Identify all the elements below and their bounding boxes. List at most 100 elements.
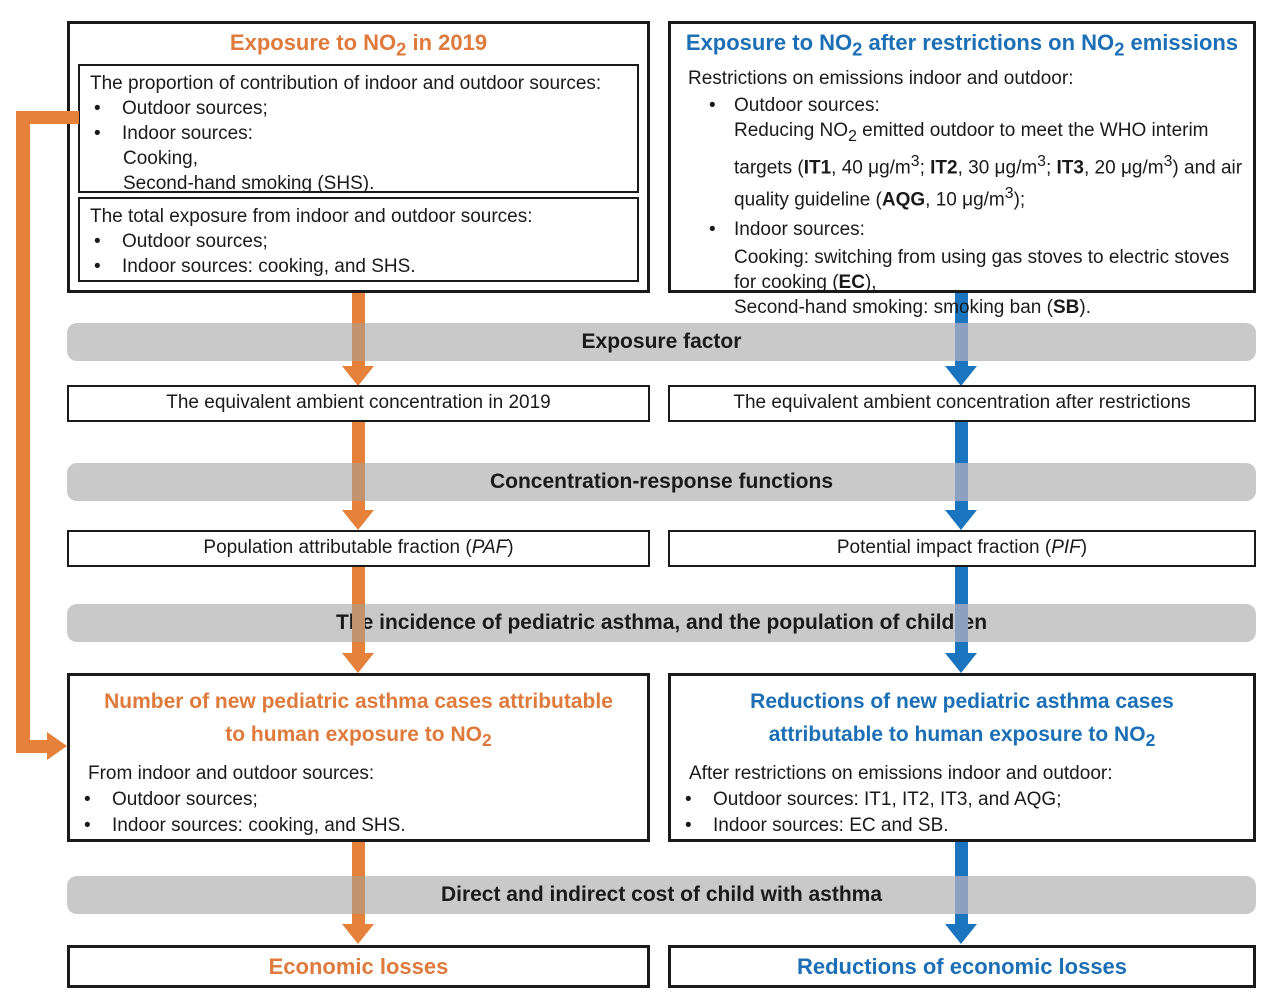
- bullet-label: Indoor sources: cooking, and SHS.: [122, 256, 416, 277]
- blue-arrow-head-2-icon: [945, 510, 977, 530]
- blue-arrow-head-4-icon: [945, 924, 977, 944]
- proportion-sub-shs: Second-hand smoking (SHS).: [123, 173, 375, 194]
- bullet-icon: •: [94, 231, 101, 252]
- blue-arrow-through-band: [955, 323, 968, 361]
- bullet-label: Outdoor sources:: [734, 95, 880, 117]
- restrictions-indoor-line2: for cooking (EC),: [734, 271, 877, 293]
- asthma-reductions-title-line1: Reductions of new pediatric asthma cases: [750, 690, 1174, 713]
- economic-losses-label: Economic losses: [268, 954, 449, 979]
- restrictions-bullet-outdoor: • Outdoor sources:: [688, 93, 1245, 118]
- proportion-bullet-outdoor: • Outdoor sources;: [80, 96, 637, 121]
- asthma-cases-heading: From indoor and outdoor sources:: [88, 763, 375, 785]
- bullet-icon: •: [94, 98, 101, 119]
- band-concentration-response: Concentration-response functions: [67, 463, 1256, 501]
- proportion-heading: The proportion of contribution of indoor…: [90, 73, 602, 94]
- restrictions-outdoor-line1: Reducing NO2 emitted outdoor to meet the…: [734, 120, 1209, 146]
- band-cost: Direct and indirect cost of child with a…: [67, 876, 1256, 914]
- asthma-cases-box: Number of new pediatric asthma cases att…: [67, 673, 650, 842]
- loop-arrow-top-segment: [16, 111, 79, 124]
- bullet-icon: •: [94, 123, 101, 144]
- exposure-2019-title: Exposure to NO2 in 2019: [229, 30, 488, 60]
- band-concentration-response-label: Concentration-response functions: [489, 470, 834, 493]
- loop-arrow-head-icon: [47, 732, 67, 760]
- orange-arrow-through-band: [352, 604, 365, 642]
- loop-arrow-vertical-segment: [16, 111, 30, 753]
- restrictions-heading: Restrictions on emissions indoor and out…: [688, 68, 1074, 90]
- bullet-label: Indoor sources: cooking, and SHS.: [112, 815, 406, 837]
- eac-2019-box: The equivalent ambient concentration in …: [67, 385, 650, 422]
- orange-arrow-head-2-icon: [342, 510, 374, 530]
- asthma-reductions-heading: After restrictions on emissions indoor a…: [689, 763, 1113, 785]
- bullet-label: Outdoor sources;: [112, 789, 258, 811]
- bullet-icon: •: [709, 218, 716, 240]
- total-exposure-box: The total exposure from indoor and outdo…: [78, 197, 639, 282]
- bullet-icon: •: [84, 815, 91, 837]
- orange-arrow-through-band: [352, 463, 365, 501]
- restrictions-outdoor-line3: quality guideline (AQG, 10 μg/m3);: [734, 184, 1026, 210]
- blue-arrow-head-3-icon: [945, 653, 977, 673]
- orange-arrow-head-3-icon: [342, 653, 374, 673]
- band-cost-label: Direct and indirect cost of child with a…: [440, 883, 883, 906]
- bullet-label: Outdoor sources;: [122, 98, 268, 119]
- bullet-label: Outdoor sources;: [122, 231, 268, 252]
- pif-box: Potential impact fraction (PIF): [668, 530, 1256, 567]
- band-exposure-factor-label: Exposure factor: [581, 330, 742, 353]
- eac-2019-label: The equivalent ambient concentration in …: [166, 392, 551, 413]
- bullet-icon: •: [685, 815, 692, 837]
- asthma-reductions-content: After restrictions on emissions indoor a…: [671, 761, 1253, 839]
- asthma-reductions-bullet-indoor: • Indoor sources: EC and SB.: [671, 813, 1253, 839]
- economic-reductions-label: Reductions of economic losses: [796, 954, 1128, 979]
- proportion-bullet-indoor: • Indoor sources:: [80, 121, 637, 146]
- paf-box: Population attributable fraction (PAF): [67, 530, 650, 567]
- economic-losses-box: Economic losses: [67, 945, 650, 988]
- total-bullet-outdoor: • Outdoor sources;: [80, 229, 637, 254]
- bullet-icon: •: [84, 789, 91, 811]
- restrictions-indoor-line1: Cooking: switching from using gas stoves…: [734, 246, 1230, 268]
- orange-arrow-head-4-icon: [342, 924, 374, 944]
- asthma-reductions-box: Reductions of new pediatric asthma cases…: [668, 673, 1256, 842]
- asthma-cases-title-line1: Number of new pediatric asthma cases att…: [104, 690, 613, 713]
- band-incidence: The incidence of pediatric asthma, and t…: [67, 604, 1256, 642]
- asthma-cases-bullet-outdoor: • Outdoor sources;: [70, 787, 647, 813]
- total-bullet-indoor: • Indoor sources: cooking, and SHS.: [80, 254, 637, 279]
- restrictions-title: Exposure to NO2 after restrictions on NO…: [685, 30, 1239, 60]
- total-exposure-heading: The total exposure from indoor and outdo…: [90, 206, 533, 227]
- orange-arrow-through-band: [352, 876, 365, 914]
- paf-label: Population attributable fraction (PAF): [203, 537, 514, 558]
- asthma-reductions-bullet-outdoor: • Outdoor sources: IT1, IT2, IT3, and AQ…: [671, 787, 1253, 813]
- bullet-label: Indoor sources:: [734, 218, 865, 240]
- proportion-box: The proportion of contribution of indoor…: [78, 64, 639, 194]
- pif-label: Potential impact fraction (PIF): [836, 537, 1088, 558]
- economic-reductions-box: Reductions of economic losses: [668, 945, 1256, 988]
- band-exposure-factor: Exposure factor: [67, 323, 1256, 361]
- asthma-reductions-title: Reductions of new pediatric asthma cases…: [671, 685, 1253, 757]
- orange-arrow-through-band: [352, 323, 365, 361]
- blue-arrow-through-band: [955, 604, 968, 642]
- asthma-reductions-title-line2: attributable to human exposure to NO2: [768, 723, 1156, 751]
- asthma-cases-title: Number of new pediatric asthma cases att…: [70, 685, 647, 757]
- bullet-icon: •: [685, 789, 692, 811]
- asthma-cases-bullet-indoor: • Indoor sources: cooking, and SHS.: [70, 813, 647, 839]
- loop-arrow-bottom-segment: [16, 740, 48, 753]
- asthma-cases-title-line2: to human exposure to NO2: [225, 723, 492, 751]
- blue-arrow-through-band: [955, 463, 968, 501]
- bullet-label: Indoor sources: EC and SB.: [713, 815, 949, 837]
- bullet-icon: •: [709, 95, 716, 117]
- restrictions-indoor-line3: Second-hand smoking: smoking ban (SB).: [734, 296, 1091, 318]
- blue-arrow-head-1-icon: [945, 366, 977, 386]
- bullet-label: Outdoor sources: IT1, IT2, IT3, and AQG;: [713, 789, 1062, 811]
- eac-restrictions-box: The equivalent ambient concentration aft…: [668, 385, 1256, 422]
- exposure-2019-box: Exposure to NO2 in 2019 The proportion o…: [67, 21, 650, 293]
- bullet-icon: •: [94, 256, 101, 277]
- blue-arrow-through-band: [955, 876, 968, 914]
- band-incidence-label: The incidence of pediatric asthma, and t…: [335, 611, 988, 634]
- restrictions-content: Restrictions on emissions indoor and out…: [671, 66, 1253, 319]
- orange-arrow-head-1-icon: [342, 366, 374, 386]
- proportion-sub-cooking: Cooking,: [123, 148, 198, 169]
- restrictions-bullet-indoor: • Indoor sources:: [688, 217, 1245, 242]
- restrictions-box: Exposure to NO2 after restrictions on NO…: [668, 21, 1256, 318]
- bullet-label: Indoor sources:: [122, 123, 253, 144]
- restrictions-outdoor-line2: targets (IT1, 40 μg/m3; IT2, 30 μg/m3; I…: [734, 153, 1243, 179]
- asthma-cases-content: From indoor and outdoor sources: • Outdo…: [70, 761, 647, 839]
